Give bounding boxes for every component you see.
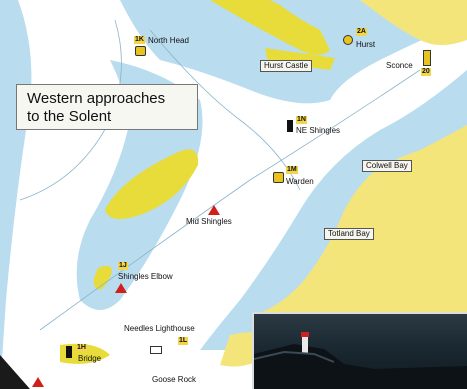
yellow-marker-icon — [343, 35, 353, 45]
code-north-head: 1K — [134, 36, 145, 44]
yellow-marker-icon — [423, 50, 431, 66]
code-hurst: 2A — [356, 28, 367, 36]
photo-scene — [254, 332, 467, 389]
code-bridge: 1H — [76, 344, 87, 352]
label-ne-shingles: NE Shingles — [296, 126, 341, 135]
label-colwell-bay: Colwell Bay — [362, 160, 412, 172]
depth-contour — [149, 29, 301, 191]
photo-edge — [0, 355, 30, 389]
label-sconce: Sconce — [386, 61, 413, 70]
photo-shoreline — [254, 350, 335, 363]
code-shingles-elbow: 1J — [118, 262, 128, 270]
yellow-marker-icon — [135, 46, 146, 56]
sandbank-north — [210, 0, 330, 55]
map-title-line1: Western approaches — [27, 90, 166, 107]
code-warden: 1M — [286, 166, 298, 174]
label-shingles-elbow: Shingles Elbow — [118, 272, 173, 281]
photo-lighthouse-lamp — [301, 332, 309, 337]
label-needles-lighthouse: Needles Lighthouse — [124, 324, 195, 333]
red-buoy-icon — [208, 205, 220, 215]
label-hurst: Hurst — [356, 40, 376, 49]
label-totland-bay: Totland Bay — [324, 228, 374, 240]
isle-of-wight-land — [262, 125, 467, 312]
map-title-line2: to the Solent — [27, 108, 112, 125]
code-needles: 1L — [178, 337, 189, 345]
label-mid-shingles: Mid Shingles — [186, 217, 232, 226]
cardinal-buoy-icon — [66, 346, 72, 358]
hurst-castle-land — [265, 48, 335, 70]
map-title: Western approaches to the Solent — [16, 84, 198, 130]
photo-lighthouse-icon — [302, 336, 308, 354]
depth-contour — [39, 69, 421, 331]
code-sconce: 20 — [421, 68, 431, 76]
sandbank-elbow — [93, 265, 112, 290]
inset-photo — [252, 312, 467, 389]
sandbank-shingles — [105, 149, 199, 219]
shallow-water-north — [120, 0, 467, 104]
label-warden: Warden — [286, 177, 314, 186]
photo-rocks — [254, 344, 467, 389]
lighthouse-icon — [150, 346, 162, 354]
code-ne-shingles: 1N — [296, 116, 307, 124]
land-north-east — [360, 0, 467, 45]
label-goose-rock: Goose Rock — [152, 375, 197, 384]
red-buoy-icon — [115, 283, 127, 293]
label-hurst-castle: Hurst Castle — [260, 60, 313, 72]
yellow-marker-icon — [273, 172, 284, 183]
red-buoy-icon — [32, 377, 44, 387]
label-north-head: North Head — [148, 36, 189, 45]
cardinal-buoy-icon — [287, 120, 293, 132]
sandbank-bridge — [60, 343, 110, 364]
label-bridge: Bridge — [78, 354, 102, 363]
